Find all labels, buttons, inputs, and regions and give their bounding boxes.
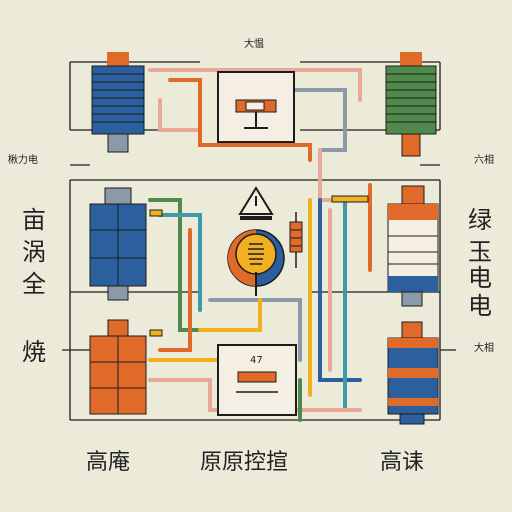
- coil-top-left: [91, 52, 145, 153]
- label-left-big-3: 全: [22, 270, 46, 298]
- label-right-small-mid: 大相: [474, 343, 494, 354]
- control-box-bottom: [217, 344, 297, 416]
- label-left-small: 楸力电: [8, 155, 38, 166]
- connector-marks: [149, 195, 369, 337]
- label-left-big-1: 亩: [22, 206, 46, 234]
- label-right-big-4: 电: [468, 292, 492, 320]
- label-bottom-right: 高诔: [380, 450, 425, 475]
- label-bottom-center: 原原控揎: [200, 450, 289, 475]
- lamp-icon: [227, 229, 285, 296]
- label-left-big-2: 涡: [22, 238, 46, 266]
- label-left-big-4: 焼: [22, 338, 46, 366]
- warning-triangle-icon: [238, 186, 274, 220]
- label-center-box-bottom: 47: [250, 355, 263, 366]
- label-right-big-3: 电: [468, 264, 492, 292]
- block-right-middle: [387, 185, 439, 307]
- block-left-middle: [89, 187, 147, 301]
- block-right-bottom: [387, 321, 439, 425]
- label-right-big-2: 玉: [468, 238, 492, 266]
- label-top-center: 大愠: [244, 39, 264, 50]
- control-box-top: [217, 71, 295, 143]
- block-left-bottom: [89, 319, 147, 415]
- label-right-small-top: 六相: [474, 155, 494, 166]
- resistor-icon: [289, 212, 303, 268]
- label-bottom-left: 高庵: [86, 450, 131, 475]
- label-right-big-1: 绿: [468, 206, 492, 234]
- coil-top-right: [385, 52, 437, 157]
- wires: [148, 68, 372, 422]
